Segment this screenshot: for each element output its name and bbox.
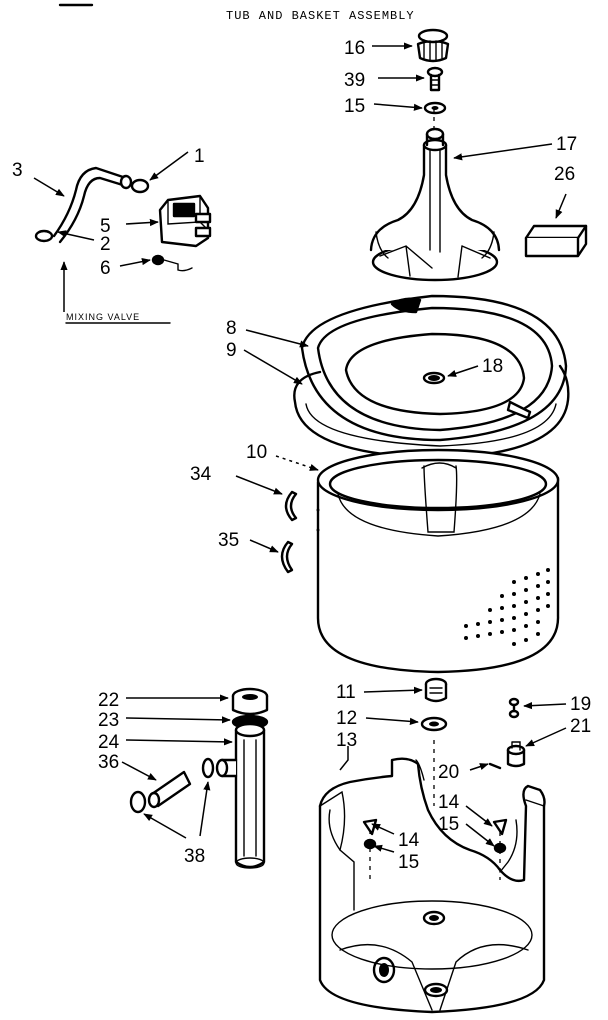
valve-clamp bbox=[130, 178, 150, 194]
leader-lines bbox=[33, 42, 567, 853]
label-11: 11 bbox=[336, 682, 356, 703]
label-15-left: 15 bbox=[398, 852, 419, 873]
pump-body bbox=[215, 722, 266, 869]
mixing-valve-caption: MIXING VALVE bbox=[66, 312, 140, 322]
part-26-pad bbox=[524, 224, 588, 258]
label-14-left: 14 bbox=[398, 830, 420, 851]
label-34: 34 bbox=[190, 464, 212, 485]
label-24: 24 bbox=[98, 732, 120, 753]
mixing-valve bbox=[158, 194, 212, 248]
label-18: 18 bbox=[482, 356, 503, 377]
label-8: 8 bbox=[226, 318, 237, 339]
hose-clamp-2 bbox=[129, 790, 147, 814]
tub-screw-right bbox=[492, 818, 508, 854]
label-12: 12 bbox=[336, 708, 357, 729]
tub-ring bbox=[300, 294, 568, 442]
clip-34 bbox=[284, 490, 298, 522]
outer-tub bbox=[318, 757, 546, 1014]
pump-cap bbox=[231, 687, 269, 716]
hub-nut bbox=[424, 677, 448, 703]
part-20-stud bbox=[488, 762, 502, 770]
basket bbox=[316, 448, 560, 674]
part-19-screw bbox=[508, 697, 520, 719]
label-3: 3 bbox=[12, 160, 23, 181]
label-10: 10 bbox=[246, 442, 267, 463]
agitator bbox=[369, 127, 501, 282]
label-2: 2 bbox=[100, 234, 111, 255]
pump-hose bbox=[147, 770, 192, 809]
label-16: 16 bbox=[344, 38, 365, 59]
clip-35 bbox=[280, 540, 294, 574]
label-14-right: 14 bbox=[438, 792, 460, 813]
label-35: 35 bbox=[218, 530, 239, 551]
label-17: 17 bbox=[556, 134, 577, 155]
label-15-right: 15 bbox=[438, 814, 459, 835]
label-38: 38 bbox=[184, 846, 205, 867]
label-5: 5 bbox=[100, 216, 111, 237]
diagram-title: TUB AND BASKET ASSEMBLY bbox=[226, 9, 415, 23]
label-9: 9 bbox=[226, 340, 237, 361]
label-21: 21 bbox=[570, 716, 591, 737]
label-19: 19 bbox=[570, 694, 591, 715]
label-13: 13 bbox=[336, 730, 357, 751]
label-39: 39 bbox=[344, 70, 365, 91]
hub-washer bbox=[420, 716, 448, 732]
agitator-cap-nut bbox=[416, 28, 450, 63]
label-26: 26 bbox=[554, 164, 575, 185]
label-6: 6 bbox=[100, 258, 111, 279]
agitator-washer bbox=[423, 101, 447, 115]
label-36: 36 bbox=[98, 752, 119, 773]
label-15-top: 15 bbox=[344, 96, 365, 117]
valve-washer bbox=[34, 229, 54, 243]
label-23: 23 bbox=[98, 710, 119, 731]
inlet-hose bbox=[52, 166, 133, 244]
valve-screw bbox=[151, 254, 193, 272]
label-20: 20 bbox=[438, 762, 459, 783]
label-1: 1 bbox=[194, 146, 205, 167]
hose-clamp-1 bbox=[201, 757, 215, 779]
part-21-bracket bbox=[506, 741, 526, 768]
label-22: 22 bbox=[98, 690, 119, 711]
agitator-bolt bbox=[426, 66, 444, 92]
